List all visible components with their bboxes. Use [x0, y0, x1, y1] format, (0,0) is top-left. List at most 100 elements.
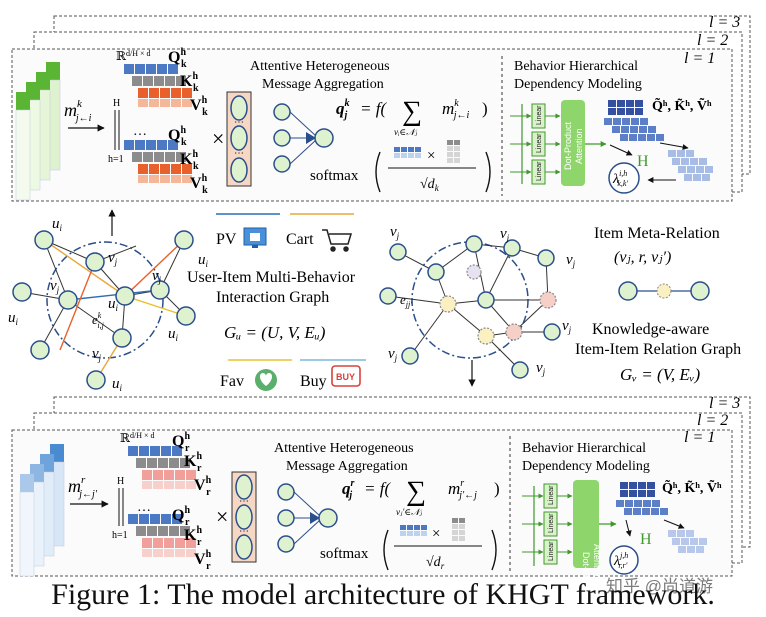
item-item-graph: vj vj vj vj vj vj ejj′ — [379, 224, 576, 387]
user-graph-formula: Gᵤ = (U, V, Eᵤ) — [224, 323, 326, 342]
svg-text:vj: vj — [566, 252, 576, 269]
item-graph-formula: Gᵥ = (V, Eᵥ) — [620, 365, 700, 384]
svg-text:H: H — [637, 153, 649, 170]
meta-relation-formula: (vⱼ, r, vⱼ′) — [614, 249, 671, 266]
item-node — [150, 280, 170, 300]
meta-relation-title: Item Meta-Relation — [594, 225, 720, 242]
top-aggregation-title-2: Message Aggregation — [262, 77, 384, 92]
svg-text:ejj′: ejj′ — [400, 292, 412, 309]
svg-text:∑: ∑ — [402, 96, 422, 127]
top-dependency-title-1: Behavior Hierarchical — [514, 59, 638, 74]
top-layer-label-3: l = 3 — [709, 14, 740, 31]
svg-text:Khk: Khk — [180, 71, 199, 94]
top-sum-bottom: h=1 — [108, 154, 124, 165]
svg-text:×: × — [216, 504, 228, 529]
svg-text:Qhr: Qhr — [172, 431, 190, 454]
top-aggregation-title-1: Attentive Heterogeneous — [250, 59, 390, 74]
item-node — [112, 328, 132, 348]
top-head-lower — [124, 140, 192, 183]
top-head-upper — [124, 64, 192, 107]
svg-text:Linear: Linear — [536, 161, 543, 181]
svg-text:Qhr: Qhr — [172, 505, 190, 528]
item-node — [58, 290, 78, 310]
user-node — [34, 230, 54, 250]
top-dim-label: ℝd/H × d — [116, 49, 151, 63]
svg-text:H: H — [640, 531, 652, 548]
svg-text:Vhr: Vhr — [194, 549, 212, 572]
svg-text:Behavior Hierarchical: Behavior Hierarchical — [522, 441, 646, 456]
svg-text:Qhk: Qhk — [168, 47, 187, 70]
svg-text:⋯: ⋯ — [234, 148, 244, 159]
svg-text:Vhk: Vhk — [190, 95, 208, 118]
svg-text:qrj: qrj — [342, 478, 355, 501]
svg-text:Linear: Linear — [536, 133, 543, 153]
svg-text:l = 3: l = 3 — [709, 395, 740, 412]
user-node — [115, 286, 135, 306]
svg-text:ui: ui — [112, 376, 123, 393]
svg-text:λi,hk,k′: λi,hk,k′ — [612, 169, 628, 188]
svg-text:vj: vj — [92, 346, 102, 363]
svg-text:√dk: √dk — [420, 177, 440, 193]
behavior-fav-label: Fav — [220, 373, 244, 390]
user-node — [174, 230, 194, 250]
svg-text:Vhr: Vhr — [194, 475, 212, 498]
svg-text:×: × — [432, 526, 440, 542]
svg-text:Vhk: Vhk — [190, 173, 208, 196]
top-dependency-title-2: Dependency Modeling — [514, 77, 642, 92]
svg-text:Attention: Attention — [592, 544, 602, 580]
svg-text:ui: ui — [198, 252, 209, 269]
svg-text:qkj: qkj — [336, 98, 350, 121]
svg-text:Khr: Khr — [184, 525, 202, 548]
svg-text:ui: ui — [108, 296, 119, 313]
svg-text:softmax: softmax — [310, 168, 359, 184]
item-graph-title-2: Item-Item Relation Graph — [575, 341, 741, 358]
user-node — [176, 306, 196, 326]
svg-text:): ) — [494, 479, 500, 498]
svg-text:ui: ui — [168, 326, 179, 343]
meta-relation: Item Meta-Relation (vⱼ, r, vⱼ′) Knowledg… — [575, 225, 741, 384]
svg-text:ui: ui — [52, 216, 63, 233]
top-layer-label-1: l = 1 — [684, 50, 715, 67]
svg-text:√dr: √dr — [426, 555, 445, 571]
svg-text:vj: vj — [500, 226, 510, 243]
item-node — [85, 252, 105, 272]
top-aggregation-nodes — [273, 103, 334, 173]
svg-text:vj: vj — [536, 360, 546, 377]
svg-text:eki,j: eki,j — [92, 311, 105, 330]
buy-icon: BUY — [331, 365, 361, 387]
svg-text:H: H — [117, 476, 124, 487]
cart-icon — [322, 229, 353, 252]
svg-text:vᵢ∈𝒩ⱼ: vᵢ∈𝒩ⱼ — [394, 127, 418, 137]
top-node-column: ⋯ ⋯ — [226, 91, 252, 187]
top-times-sign: × — [212, 126, 224, 151]
svg-text:l = 1: l = 1 — [684, 429, 715, 446]
svg-text:∑: ∑ — [406, 476, 426, 507]
svg-text:Message Aggregation: Message Aggregation — [286, 459, 408, 474]
svg-text:⋯: ⋯ — [234, 117, 244, 128]
svg-text:softmax: softmax — [320, 546, 369, 562]
svg-text:Attention: Attention — [574, 128, 584, 164]
bottom-embedding-stack — [19, 444, 65, 577]
top-layer-label-2: l = 2 — [697, 32, 728, 49]
svg-text:ui: ui — [8, 310, 19, 327]
svg-text:Linear: Linear — [548, 541, 555, 561]
svg-text:Qhk: Qhk — [168, 125, 187, 148]
svg-text:= f(: = f( — [364, 479, 391, 498]
top-sum-top: H — [113, 98, 120, 109]
svg-text:Q̃ʰ, K̃ʰ, Ṽʰ: Q̃ʰ, K̃ʰ, Ṽʰ — [652, 96, 712, 114]
top-embedding-stack — [15, 62, 61, 201]
watermark: 知乎 @尚道游 — [606, 577, 713, 596]
svg-text:Khr: Khr — [184, 451, 202, 474]
svg-text:mrj′←j: mrj′←j — [448, 478, 477, 501]
svg-text:vj: vj — [50, 278, 60, 295]
svg-text:vⱼ′∈𝒩ⱼ: vⱼ′∈𝒩ⱼ — [396, 507, 423, 517]
svg-text:vj: vj — [562, 318, 572, 335]
svg-text:vj: vj — [388, 346, 398, 363]
svg-text:⋯: ⋯ — [239, 526, 249, 537]
fav-icon — [255, 369, 277, 391]
